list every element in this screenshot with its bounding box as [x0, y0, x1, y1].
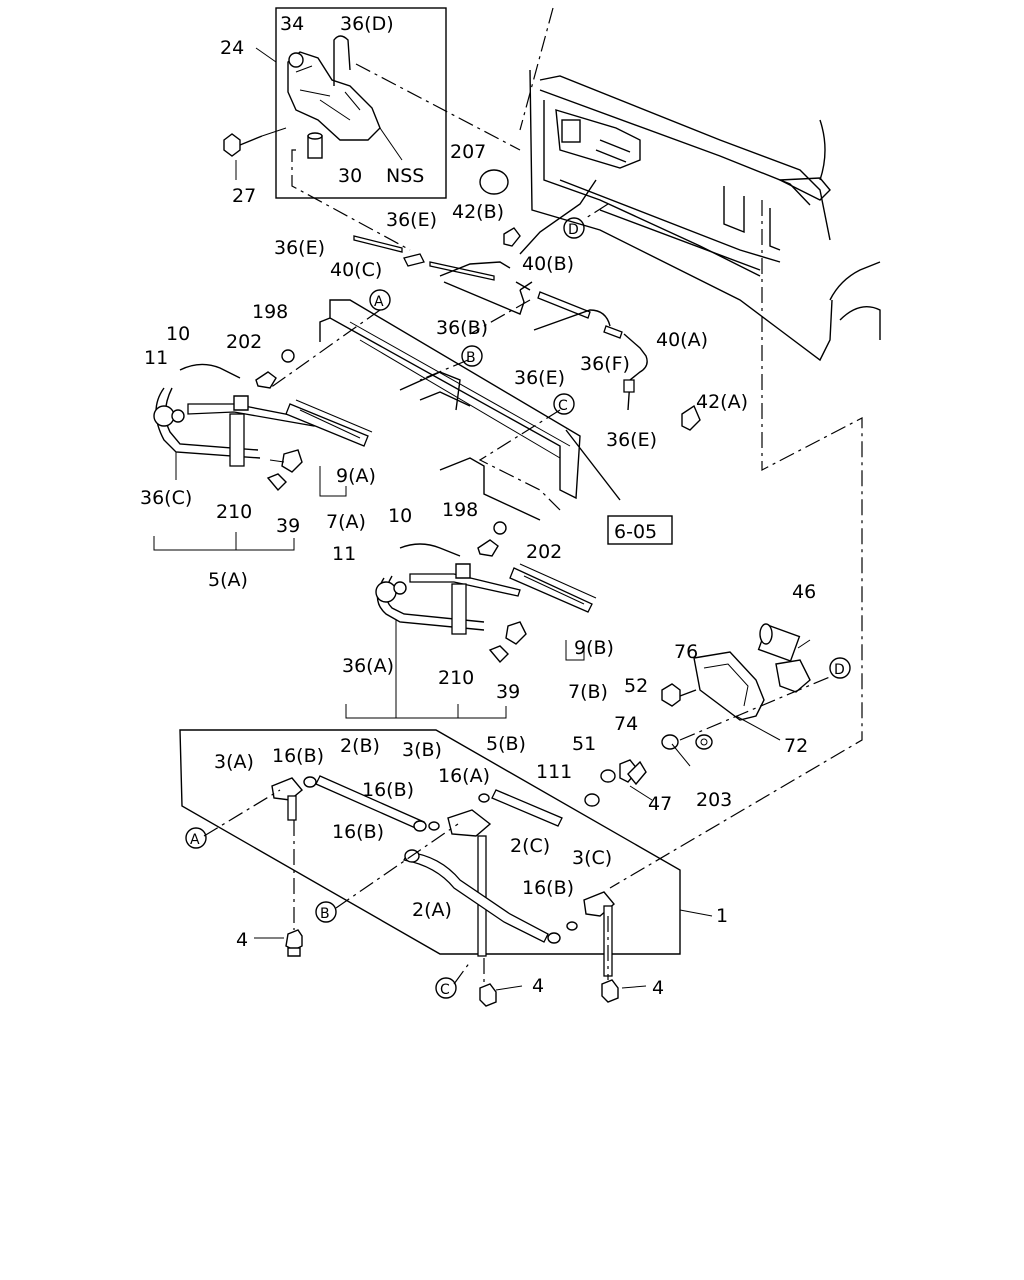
label-36f: 36(F) [580, 353, 630, 375]
label-76: 76 [674, 641, 698, 663]
label-210-b: 210 [438, 667, 474, 689]
label-72: 72 [784, 735, 808, 757]
label-3c: 3(C) [572, 847, 612, 869]
washer-hoses [255, 179, 701, 557]
label-10-a: 10 [166, 323, 190, 345]
label-10-b: 10 [388, 505, 412, 527]
label-c-2: C [440, 982, 450, 998]
label-d-1: D [568, 222, 579, 238]
label-3b: 3(B) [402, 739, 442, 761]
callout-labels: 24 34 36(D) 27 30 NSS 207 36(E) 42(B) 36… [140, 13, 845, 999]
label-111: 111 [536, 761, 572, 783]
label-36a: 36(A) [342, 655, 394, 677]
label-d-2: D [834, 662, 845, 678]
label-11-b: 11 [332, 543, 356, 565]
left-wiper-set [153, 363, 373, 551]
label-210-a: 210 [216, 501, 252, 523]
label-198-a: 198 [252, 301, 288, 323]
label-4-a: 4 [236, 929, 248, 951]
circle-markers [185, 217, 851, 999]
label-9a: 9(A) [336, 465, 376, 487]
right-wiper-set [345, 543, 597, 719]
label-203: 203 [696, 789, 732, 811]
label-51: 51 [572, 733, 596, 755]
label-40a: 40(A) [656, 329, 708, 351]
label-36d: 36(D) [340, 13, 394, 35]
label-16b-2: 16(B) [362, 779, 414, 801]
label-27: 27 [232, 185, 256, 207]
label-a-1: A [374, 294, 384, 310]
label-36e-2: 36(E) [274, 237, 325, 259]
label-42b: 42(B) [452, 201, 504, 223]
label-47: 47 [648, 793, 672, 815]
label-198-b: 198 [442, 499, 478, 521]
label-2b: 2(B) [340, 735, 380, 757]
label-16b-4: 16(B) [522, 877, 574, 899]
label-36b: 36(B) [436, 317, 488, 339]
label-9b: 9(B) [574, 637, 614, 659]
label-39-a: 39 [276, 515, 300, 537]
label-11-a: 11 [144, 347, 168, 369]
label-6-05: 6-05 [614, 521, 657, 543]
label-b-1: B [466, 350, 476, 366]
label-16b-3: 16(B) [332, 821, 384, 843]
label-24: 24 [220, 37, 244, 59]
label-2a: 2(A) [412, 899, 452, 921]
linkage-frame [179, 729, 713, 955]
label-30: 30 [338, 165, 362, 187]
linkage-parts [203, 200, 863, 1007]
label-202-a: 202 [226, 331, 262, 353]
cowl-panel [269, 299, 673, 545]
wiper-motor-assembly [584, 623, 833, 807]
label-74: 74 [614, 713, 638, 735]
label-202-b: 202 [526, 541, 562, 563]
label-34: 34 [280, 13, 304, 35]
cab-body-outline [479, 7, 881, 362]
label-1: 1 [716, 905, 728, 927]
label-52: 52 [624, 675, 648, 697]
label-nss: NSS [386, 165, 424, 187]
label-42a: 42(A) [696, 391, 748, 413]
label-207: 207 [450, 141, 486, 163]
label-40b: 40(B) [522, 253, 574, 275]
label-36e-3: 36(E) [514, 367, 565, 389]
label-46: 46 [792, 581, 816, 603]
label-3a: 3(A) [214, 751, 254, 773]
label-40c: 40(C) [330, 259, 382, 281]
label-4-c: 4 [652, 977, 664, 999]
label-c-1: C [558, 398, 568, 414]
label-5b: 5(B) [486, 733, 526, 755]
label-7b: 7(B) [568, 681, 608, 703]
label-4-b: 4 [532, 975, 544, 997]
label-39-b: 39 [496, 681, 520, 703]
label-36e-4: 36(E) [606, 429, 657, 451]
label-16b-1: 16(B) [272, 745, 324, 767]
label-36c: 36(C) [140, 487, 192, 509]
label-5a: 5(A) [208, 569, 248, 591]
label-36e-1: 36(E) [386, 209, 437, 231]
label-a-2: A [190, 832, 200, 848]
label-b-2: B [320, 906, 330, 922]
label-7a: 7(A) [326, 511, 366, 533]
label-2c: 2(C) [510, 835, 550, 857]
label-16a: 16(A) [438, 765, 490, 787]
reservoir-inset [223, 7, 521, 251]
